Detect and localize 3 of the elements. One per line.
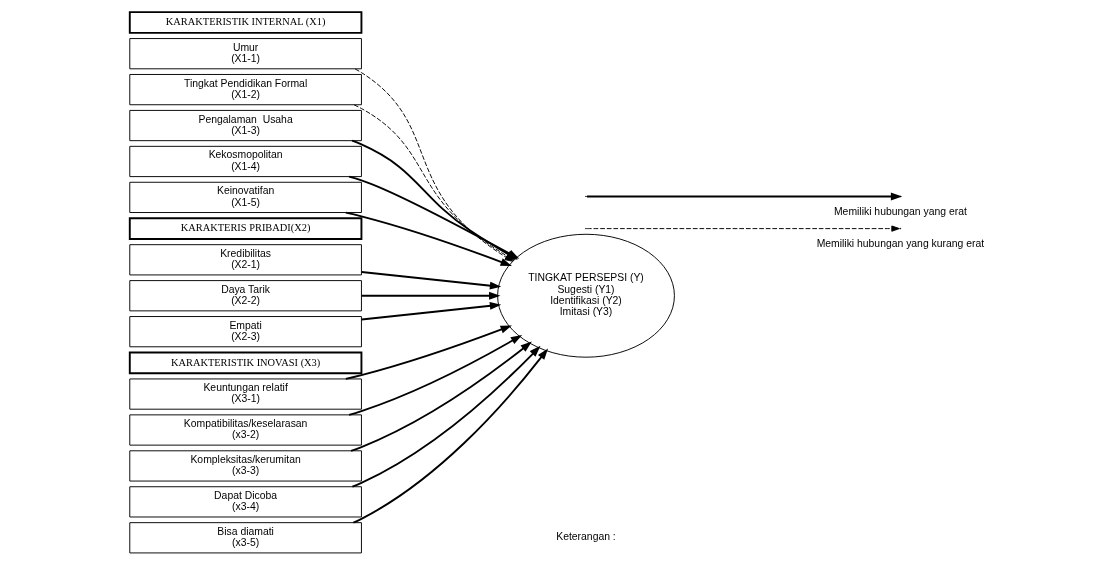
legend-label: Memiliki hubungan yang erat	[833, 206, 967, 218]
legend-label: Memiliki hubungan yang kurang erat	[816, 238, 984, 250]
label: Keterangan :	[555, 531, 616, 543]
